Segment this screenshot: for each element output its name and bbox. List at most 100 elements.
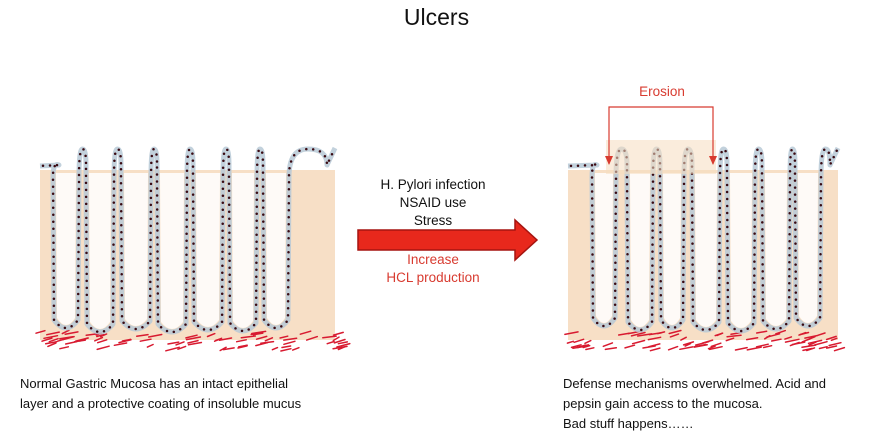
epithelial-cell-dot	[287, 195, 291, 198]
epithelial-cell-dot	[626, 238, 629, 242]
epithelial-cell-dot	[772, 327, 775, 330]
epithelial-cell-dot	[650, 320, 654, 323]
blood-vessel-streak	[624, 344, 636, 349]
caption-normal-line-2: layer and a protective coating of insolu…	[20, 396, 302, 411]
epithelial-cell-dot	[818, 288, 822, 291]
epithelial-cell-dot	[661, 321, 665, 324]
epithelial-cell-dot	[595, 321, 599, 325]
epithelial-cell-dot	[591, 239, 594, 242]
epithelial-cell-dot	[760, 165, 764, 168]
result-text: Increase HCL production	[330, 251, 536, 287]
epithelial-cell-dot	[640, 328, 643, 332]
epithelial-cell-dot	[77, 194, 81, 198]
epithelial-cell-dot	[659, 266, 662, 269]
epithelial-cell-dot	[591, 260, 594, 263]
epithelial-cell-dot	[726, 281, 729, 285]
epithelial-cell-dot	[691, 270, 694, 273]
epithelial-cell-dot	[262, 248, 265, 251]
epithelial-cell-dot	[753, 183, 757, 186]
caption-eroded: Defense mechanisms overwhelmed. Acid and…	[563, 374, 869, 434]
epithelial-cell-dot	[185, 253, 188, 257]
epithelial-cell-dot	[262, 311, 266, 314]
epithelial-cell-dot	[119, 189, 123, 192]
epithelial-cell-dot	[761, 242, 764, 245]
epithelial-cell-dot	[753, 197, 757, 200]
blood-vessel-streak	[113, 342, 128, 347]
epithelial-cell-dot	[591, 246, 594, 249]
epithelial-cell-dot	[658, 210, 662, 213]
epithelial-cell-dot	[788, 267, 791, 271]
epithelial-cell-dot	[819, 232, 822, 235]
epithelial-cell-dot	[626, 266, 629, 270]
epithelial-cell-dot	[614, 240, 617, 243]
epithelial-cell-dot	[120, 259, 123, 262]
blood-vessel-streak	[333, 338, 346, 344]
epithelial-cell-dot	[134, 327, 137, 331]
blood-vessel-streak	[679, 346, 694, 351]
epithelial-cell-dot	[287, 265, 290, 268]
epithelial-cell-dot	[202, 328, 206, 331]
epithelial-cell-dot	[262, 304, 266, 307]
epithelial-cell-dot	[787, 302, 791, 306]
epithelial-cell-dot	[156, 257, 159, 260]
epithelial-cell-dot	[85, 286, 89, 290]
epithelial-cell-dot	[149, 238, 152, 242]
blood-vessel-streak	[147, 333, 163, 338]
epithelial-cell-dot	[726, 302, 730, 306]
epithelial-cell-dot	[155, 187, 159, 190]
epithelial-cell-dot	[84, 188, 88, 192]
epithelial-cell-dot	[691, 256, 694, 259]
epithelial-cell-dot	[753, 176, 757, 179]
epithelial-cell-dot	[255, 219, 258, 223]
epithelial-cell-dot	[625, 189, 629, 193]
epithelial-cell-dot	[221, 187, 225, 190]
blood-vessel-streak	[43, 334, 59, 340]
blood-vessel-streak	[584, 339, 592, 345]
epithelial-cell-dot	[614, 219, 617, 222]
epithelial-cell-dot	[292, 154, 296, 157]
epithelial-cell-dot	[192, 312, 196, 315]
epithelial-cell-dot	[682, 266, 685, 270]
epithelial-cell-dot	[794, 312, 798, 315]
epithelial-cell-dot	[708, 328, 711, 331]
epithelial-cell-dot	[753, 204, 757, 207]
epithelial-cell-dot	[228, 245, 231, 248]
epithelial-cell-dot	[184, 302, 188, 306]
blood-vessel-streak	[566, 340, 575, 344]
epithelial-cell-dot	[221, 257, 224, 260]
epithelial-cell-dot	[701, 328, 705, 331]
epithelial-cell-dot	[794, 242, 797, 245]
epithelial-cell-dot	[614, 261, 617, 264]
epithelial-cell-dot	[77, 271, 80, 275]
epithelial-cell-dot	[156, 299, 160, 302]
epithelial-cell-dot	[752, 288, 756, 291]
epithelial-cell-dot	[52, 262, 55, 266]
epithelial-cell-dot	[228, 280, 231, 283]
epithelial-cell-dot	[691, 312, 695, 315]
epithelial-cell-dot	[651, 243, 654, 246]
epithelial-cell-dot	[77, 180, 81, 184]
epithelial-cell-dot	[682, 238, 685, 242]
epithelial-cell-dot	[626, 245, 629, 249]
epithelial-cell-dot	[77, 173, 81, 177]
blood-vessel-streak	[668, 329, 682, 335]
epithelial-cell-dot	[591, 274, 594, 277]
epithelial-cell-dot	[255, 212, 258, 216]
epithelial-cell-dot	[260, 151, 264, 154]
epithelial-cell-dot	[52, 311, 56, 315]
epithelial-cell-dot	[819, 183, 823, 186]
epithelial-cell-dot	[822, 148, 826, 151]
epithelial-cell-dot	[221, 215, 224, 218]
blood-vessel-streak	[336, 342, 351, 348]
epithelial-cell-dot	[793, 152, 796, 155]
epithelial-cell-dot	[149, 175, 153, 179]
epithelial-cell-dot	[156, 320, 160, 323]
epithelial-cell-dot	[149, 266, 152, 270]
epithelial-cell-dot	[221, 264, 224, 267]
blood-vessel-streak	[255, 341, 269, 347]
blood-vessel-streak	[283, 337, 298, 341]
blood-vessel-streak	[710, 342, 722, 348]
epithelial-cell-dot	[149, 217, 152, 221]
epithelial-cell-dot	[52, 297, 56, 301]
epithelial-cell-dot	[51, 185, 55, 189]
